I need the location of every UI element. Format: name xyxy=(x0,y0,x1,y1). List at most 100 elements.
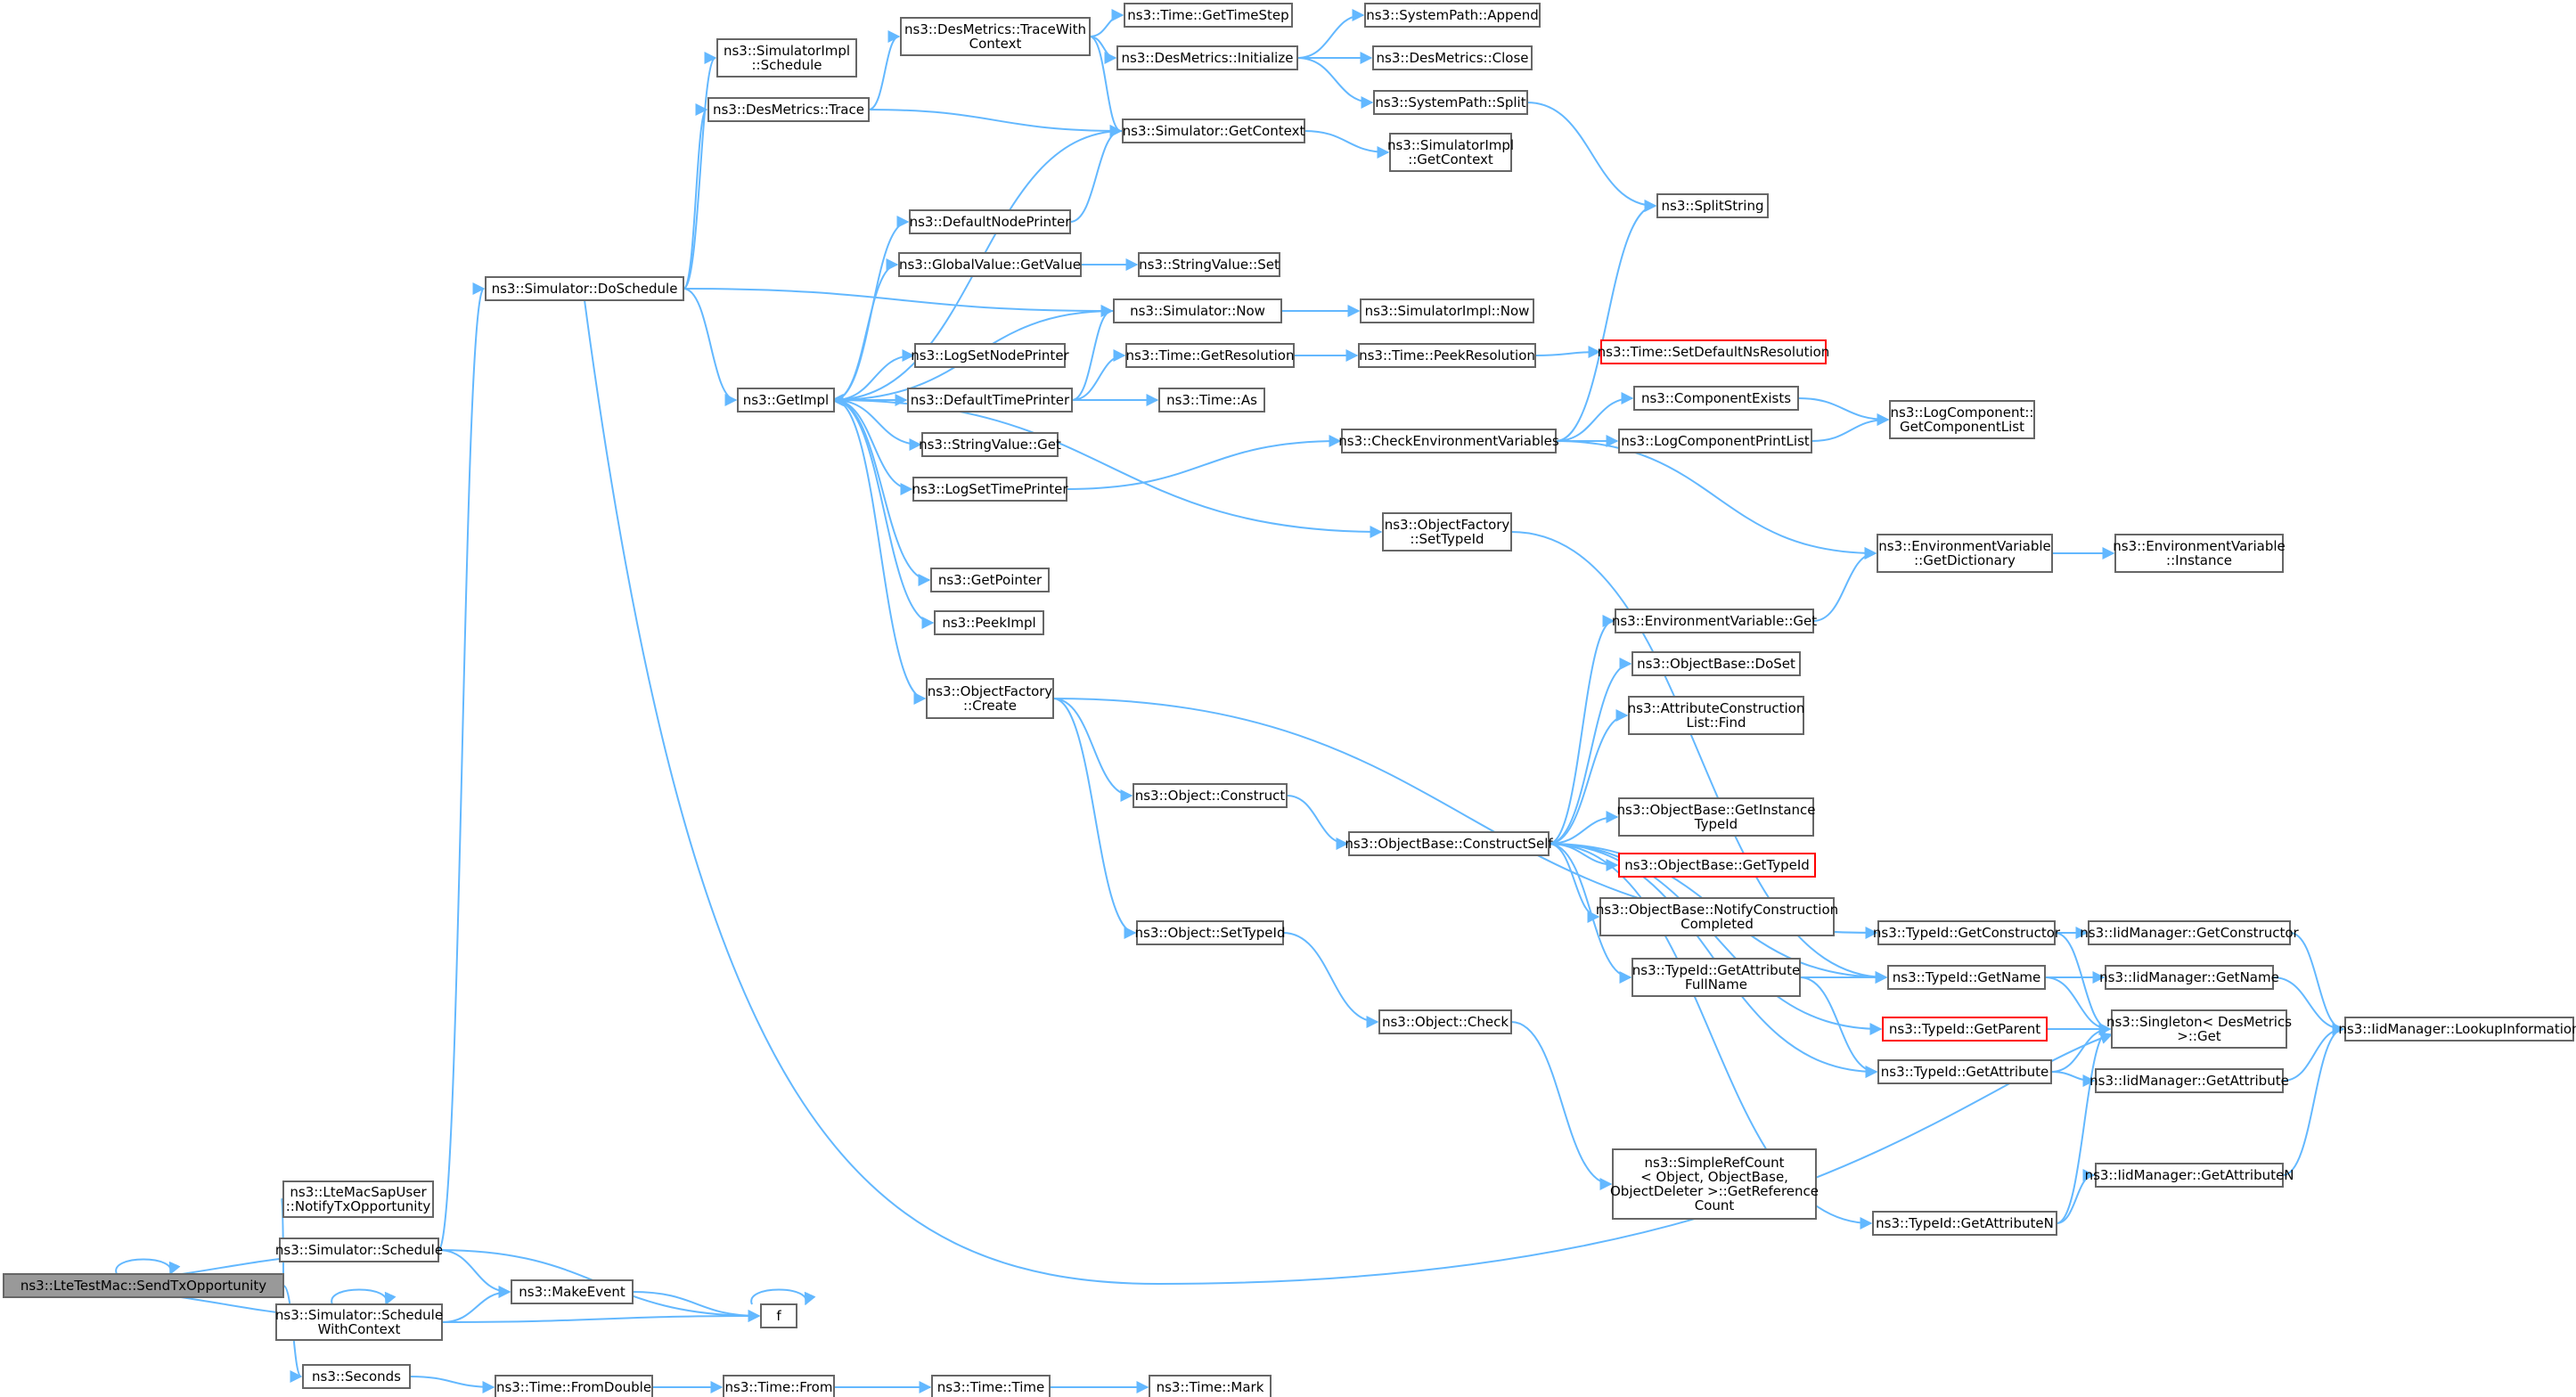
node-label: GetComponentList xyxy=(1900,419,2024,435)
node-gvGetValue[interactable]: ns3::GlobalValue::GetValue xyxy=(898,252,1082,277)
node-peekImpl[interactable]: ns3::PeekImpl xyxy=(934,610,1044,635)
node-label: ns3::SystemPath::Split xyxy=(1375,94,1525,110)
node-getTimeStep[interactable]: ns3::Time::GetTimeStep xyxy=(1124,3,1293,28)
node-objConstruct[interactable]: ns3::Object::Construct xyxy=(1133,783,1288,808)
node-compExists[interactable]: ns3::ComponentExists xyxy=(1633,386,1799,411)
node-ofSetTypeId[interactable]: ns3::ObjectFactory::SetTypeId xyxy=(1382,512,1512,551)
node-envGet[interactable]: ns3::EnvironmentVariable::Get xyxy=(1612,609,1817,633)
node-fromDouble[interactable]: ns3::Time::FromDouble xyxy=(495,1375,653,1397)
node-label: ns3::DefaultTimePrinter xyxy=(911,392,1070,408)
node-tidGetParent[interactable]: ns3::TypeId::GetParent xyxy=(1882,1017,2048,1042)
node-label: f xyxy=(776,1308,781,1324)
node-box xyxy=(900,17,1091,56)
node-iidGetAttribute[interactable]: ns3::IidManager::GetAttribute xyxy=(2089,1068,2289,1093)
node-defNodePrinter[interactable]: ns3::DefaultNodePrinter xyxy=(909,209,1072,234)
node-iidLookup[interactable]: ns3::IidManager::LookupInformation xyxy=(2338,1017,2576,1042)
node-box xyxy=(2344,1017,2574,1042)
node-logSetNode[interactable]: ns3::LogSetNodePrinter xyxy=(911,343,1070,368)
node-makeEvent[interactable]: ns3::MakeEvent xyxy=(511,1279,634,1304)
call-edge-makeEvent-to-f xyxy=(632,1291,761,1322)
call-edge-tidGetAttrFull-to-tidGetAttribute xyxy=(1799,976,1878,1078)
node-label: ns3::Simulator::Now xyxy=(1130,303,1265,319)
node-simpleRefCount[interactable]: ns3::SimpleRefCount< Object, ObjectBase,… xyxy=(1610,1148,1819,1220)
node-timeAs[interactable]: ns3::Time::As xyxy=(1158,388,1265,413)
node-setDefaultNs[interactable]: ns3::Time::SetDefaultNsResolution xyxy=(1598,339,1830,364)
node-tidGetConstructor[interactable]: ns3::TypeId::GetConstructor xyxy=(1873,920,2061,945)
node-tidGetAttribute[interactable]: ns3::TypeId::GetAttribute xyxy=(1877,1059,2052,1084)
node-logCompPrint[interactable]: ns3::LogComponentPrintList xyxy=(1618,429,1812,453)
node-simGetContext[interactable]: ns3::Simulator::GetContext xyxy=(1122,118,1305,143)
node-box xyxy=(1628,696,1804,735)
node-desClose[interactable]: ns3::DesMetrics::Close xyxy=(1372,45,1533,70)
node-implGetContext[interactable]: ns3::SimulatorImpl::GetContext xyxy=(1387,133,1514,172)
node-getImpl[interactable]: ns3::GetImpl xyxy=(737,388,835,413)
node-tidGetName[interactable]: ns3::TypeId::GetName xyxy=(1887,965,2046,990)
call-edge-tidGetAttribute-to-iidGetAttribute xyxy=(2050,1071,2096,1087)
call-edge-defTimePrinter-to-getResolution xyxy=(1071,349,1126,401)
node-label: ::GetDictionary xyxy=(1914,552,2016,568)
node-pathAppend[interactable]: ns3::SystemPath::Append xyxy=(1364,3,1541,28)
node-implNow[interactable]: ns3::SimulatorImpl::Now xyxy=(1360,298,1534,323)
node-lteMacSap[interactable]: ns3::LteMacSapUser::NotifyTxOpportunity xyxy=(282,1181,434,1218)
node-iidGetConstructor[interactable]: ns3::IidManager::GetConstructor xyxy=(2080,920,2300,945)
node-svGet[interactable]: ns3::StringValue::Get xyxy=(919,432,1061,457)
node-timeMark[interactable]: ns3::Time::Mark xyxy=(1149,1375,1272,1397)
call-edge-defTimePrinter-to-simNow xyxy=(1071,305,1114,401)
node-desTrace[interactable]: ns3::DesMetrics::Trace xyxy=(707,97,870,122)
node-simSchedule[interactable]: ns3::Simulator::Schedule xyxy=(275,1238,443,1262)
node-getCompList[interactable]: ns3::LogComponent::GetComponentList xyxy=(1889,400,2035,439)
call-edge-getImpl-to-gvGetValue xyxy=(833,258,899,401)
node-getResolution[interactable]: ns3::Time::GetResolution xyxy=(1125,343,1295,368)
node-label: ns3::Simulator::Schedule xyxy=(275,1307,443,1323)
node-getPointer[interactable]: ns3::GetPointer xyxy=(930,568,1050,592)
node-obDoSet[interactable]: ns3::ObjectBase::DoSet xyxy=(1631,651,1801,676)
node-envInstance[interactable]: ns3::EnvironmentVariable::Instance xyxy=(2113,534,2286,573)
call-edge-getImpl-to-ofSetTypeId xyxy=(833,399,1383,538)
node-box xyxy=(723,1375,835,1397)
node-timeFrom[interactable]: ns3::Time::From xyxy=(723,1375,835,1397)
node-peekResolution[interactable]: ns3::Time::PeekResolution xyxy=(1358,343,1536,368)
node-doSchedule[interactable]: ns3::Simulator::DoSchedule xyxy=(485,276,684,301)
node-root[interactable]: ns3::LteTestMac::SendTxOpportunity xyxy=(3,1273,284,1298)
node-envGetDict[interactable]: ns3::EnvironmentVariable::GetDictionary xyxy=(1877,534,2053,573)
node-logSetTime[interactable]: ns3::LogSetTimePrinter xyxy=(912,477,1068,502)
node-box xyxy=(1877,534,2053,573)
node-checkEnv[interactable]: ns3::CheckEnvironmentVariables xyxy=(1338,429,1559,453)
node-iidGetAttributeN[interactable]: ns3::IidManager::GetAttributeN xyxy=(2085,1163,2294,1188)
node-label: ns3::Object::Construct xyxy=(1135,788,1286,804)
node-f[interactable]: f xyxy=(760,1303,797,1328)
node-box xyxy=(1872,1211,2057,1236)
node-label: ns3::TypeId::GetName xyxy=(1893,969,2040,985)
node-simNow[interactable]: ns3::Simulator::Now xyxy=(1113,298,1282,323)
node-obNotify[interactable]: ns3::ObjectBase::NotifyConstructionCompl… xyxy=(1596,897,1838,936)
call-nodes: ns3::LteTestMac::SendTxOpportunity ns3::L… xyxy=(3,3,2576,1397)
node-obConstructSelf[interactable]: ns3::ObjectBase::ConstructSelf xyxy=(1345,831,1553,856)
node-label: ns3::LogSetNodePrinter xyxy=(911,347,1069,364)
node-splitString[interactable]: ns3::SplitString xyxy=(1656,193,1769,218)
node-objSetTypeId[interactable]: ns3::Object::SetTypeId xyxy=(1135,920,1286,945)
node-box xyxy=(1633,386,1799,411)
node-box xyxy=(1877,1059,2052,1084)
node-simImplSchedule[interactable]: ns3::SimulatorImpl::Schedule xyxy=(716,38,857,78)
call-edge-getImpl-to-logSetNode xyxy=(833,349,915,401)
node-seconds[interactable]: ns3::Seconds xyxy=(302,1364,411,1389)
node-obGetTypeId[interactable]: ns3::ObjectBase::GetTypeId xyxy=(1618,853,1816,878)
node-ofCreate[interactable]: ns3::ObjectFactory::Create xyxy=(926,678,1054,719)
node-pathSplit[interactable]: ns3::SystemPath::Split xyxy=(1373,90,1528,115)
node-desInit[interactable]: ns3::DesMetrics::Initialize xyxy=(1116,45,1298,70)
node-tidGetAttributeN[interactable]: ns3::TypeId::GetAttributeN xyxy=(1872,1211,2057,1236)
node-defTimePrinter[interactable]: ns3::DefaultTimePrinter xyxy=(907,388,1073,413)
node-box xyxy=(275,1303,443,1341)
node-timeTime[interactable]: ns3::Time::Time xyxy=(931,1375,1051,1397)
node-objCheck[interactable]: ns3::Object::Check xyxy=(1378,1009,1512,1034)
node-singletonGet[interactable]: ns3::Singleton< DesMetrics>::Get xyxy=(2106,1009,2292,1049)
node-iidGetName[interactable]: ns3::IidManager::GetName xyxy=(2099,965,2279,990)
node-svSet[interactable]: ns3::StringValue::Set xyxy=(1138,252,1280,277)
call-edge-envGet-to-envGetDict xyxy=(1812,547,1877,622)
call-edge-desTraceWith-to-getTimeStep xyxy=(1089,9,1124,37)
